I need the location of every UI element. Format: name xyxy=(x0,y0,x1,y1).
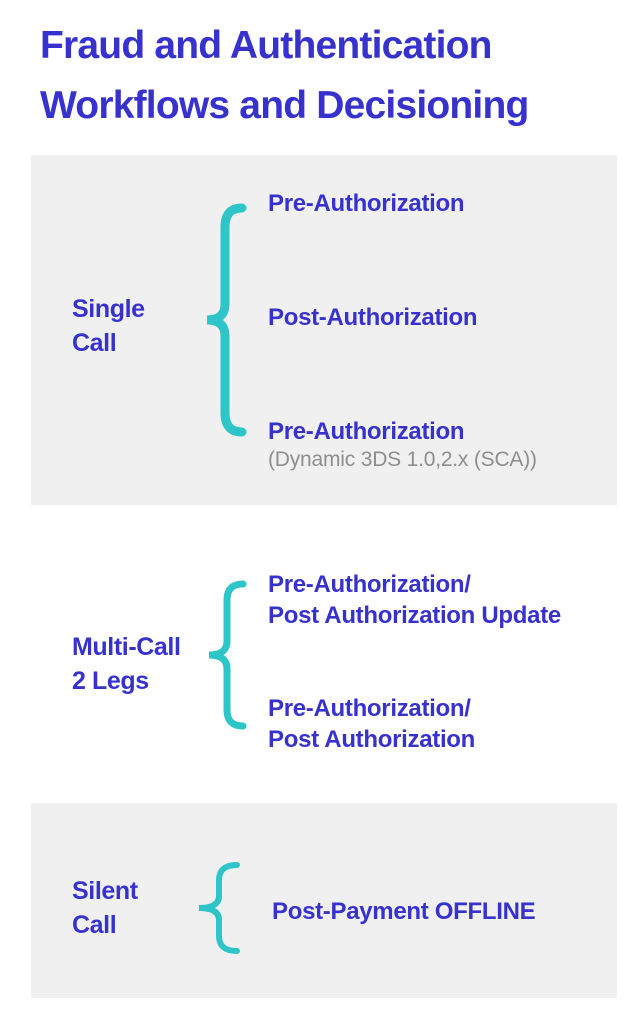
label-line: 2 Legs xyxy=(72,667,149,695)
section-silent-call-label: Silent Call xyxy=(72,874,138,942)
section-silent-call-panel xyxy=(31,803,617,998)
curly-brace-icon xyxy=(208,580,247,730)
section-multi-call-label: Multi-Call 2 Legs xyxy=(72,630,181,698)
workflow-item-line-1: Pre-Authorization/ xyxy=(268,695,471,722)
curly-brace-icon xyxy=(198,862,240,954)
label-line: Silent xyxy=(72,877,138,905)
workflow-item-line-2: Post Authorization xyxy=(268,726,476,753)
workflow-item-subtitle: (Dynamic 3DS 1.0,2.x (SCA)) xyxy=(268,448,537,471)
section-single-call-label: Single Call xyxy=(72,292,145,360)
workflow-item: Pre-Authorization/ Post Authorization Up… xyxy=(268,569,561,631)
page-title: Fraud and Authentication Workflows and D… xyxy=(40,16,625,136)
label-line: Multi-Call xyxy=(72,633,181,661)
label-line: Call xyxy=(72,911,117,939)
workflow-item: Pre-Authorization xyxy=(268,418,465,445)
section-single-call-panel xyxy=(31,155,617,505)
page-title-line-1: Fraud and Authentication xyxy=(40,24,492,67)
page-title-line-2: Workflows and Decisioning xyxy=(40,84,529,127)
workflow-item-line-2: Post Authorization Update xyxy=(268,602,561,629)
workflow-item-line-1: Pre-Authorization/ xyxy=(268,571,471,598)
workflow-item: Post-Payment OFFLINE xyxy=(272,898,536,925)
curly-brace-icon xyxy=(206,203,247,437)
workflow-item: Pre-Authorization xyxy=(268,190,465,217)
workflow-item: Post-Authorization xyxy=(268,304,478,331)
workflow-item: Pre-Authorization/ Post Authorization xyxy=(268,693,475,755)
label-line: Call xyxy=(72,329,117,357)
label-line: Single xyxy=(72,295,145,323)
